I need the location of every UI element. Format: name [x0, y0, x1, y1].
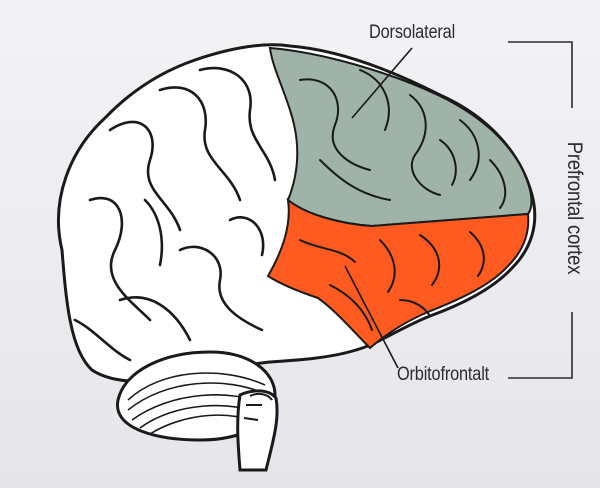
dorsolateral-label: Dorsolateral	[369, 22, 455, 44]
orbitofrontal-label: Orbitofrontalt	[397, 364, 489, 386]
dorsolateral-region	[270, 48, 531, 226]
prefrontal-cortex-label: Prefrontal cortex	[562, 142, 586, 275]
brainstem	[238, 391, 277, 470]
prefrontal-bracket-top	[508, 42, 572, 108]
prefrontal-bracket-bottom	[508, 312, 572, 378]
